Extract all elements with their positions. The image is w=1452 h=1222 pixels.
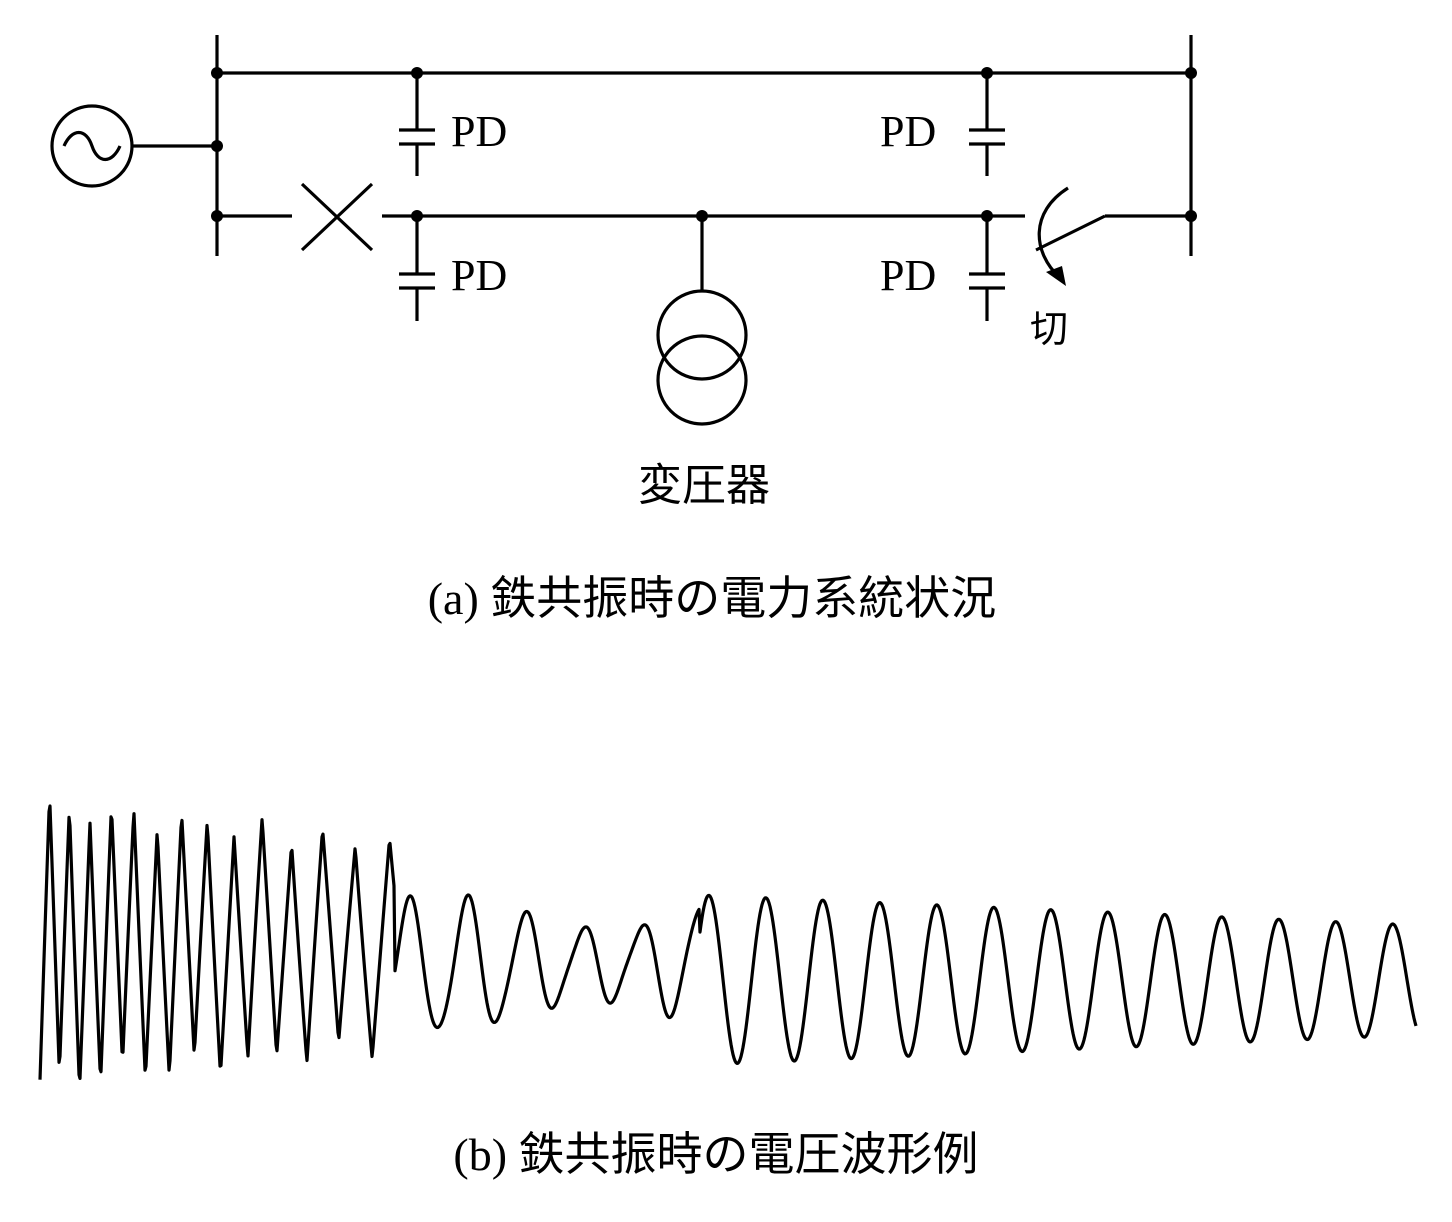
open-switch-symbol [1035, 186, 1106, 286]
pd-capacitor-lower-left [399, 216, 435, 321]
circuit-breaker-symbol [300, 182, 374, 252]
voltage-waveform [38, 804, 1418, 1081]
caption-b: (b) 鉄共振時の電圧波形例 [453, 1129, 978, 1180]
caption-a: (a) 鉄共振時の電力系統状況 [428, 573, 997, 624]
pd-label-upper-left: PD [451, 107, 507, 156]
pd-capacitor-upper-right [969, 73, 1005, 176]
pd-capacitor-lower-right [969, 216, 1005, 321]
pd-capacitor-upper-left [399, 73, 435, 176]
circuit-diagram: PD PD PD PD 切 変圧器 [50, 35, 1197, 510]
transformer-symbol [656, 216, 748, 426]
pd-label-lower-right: PD [880, 251, 936, 300]
ac-source-symbol [50, 104, 217, 188]
pd-label-lower-left: PD [451, 251, 507, 300]
junction-dots [211, 67, 1197, 222]
switch-label: 切 [1030, 309, 1068, 351]
pd-label-upper-right: PD [880, 107, 936, 156]
transformer-label: 変圧器 [638, 461, 770, 510]
